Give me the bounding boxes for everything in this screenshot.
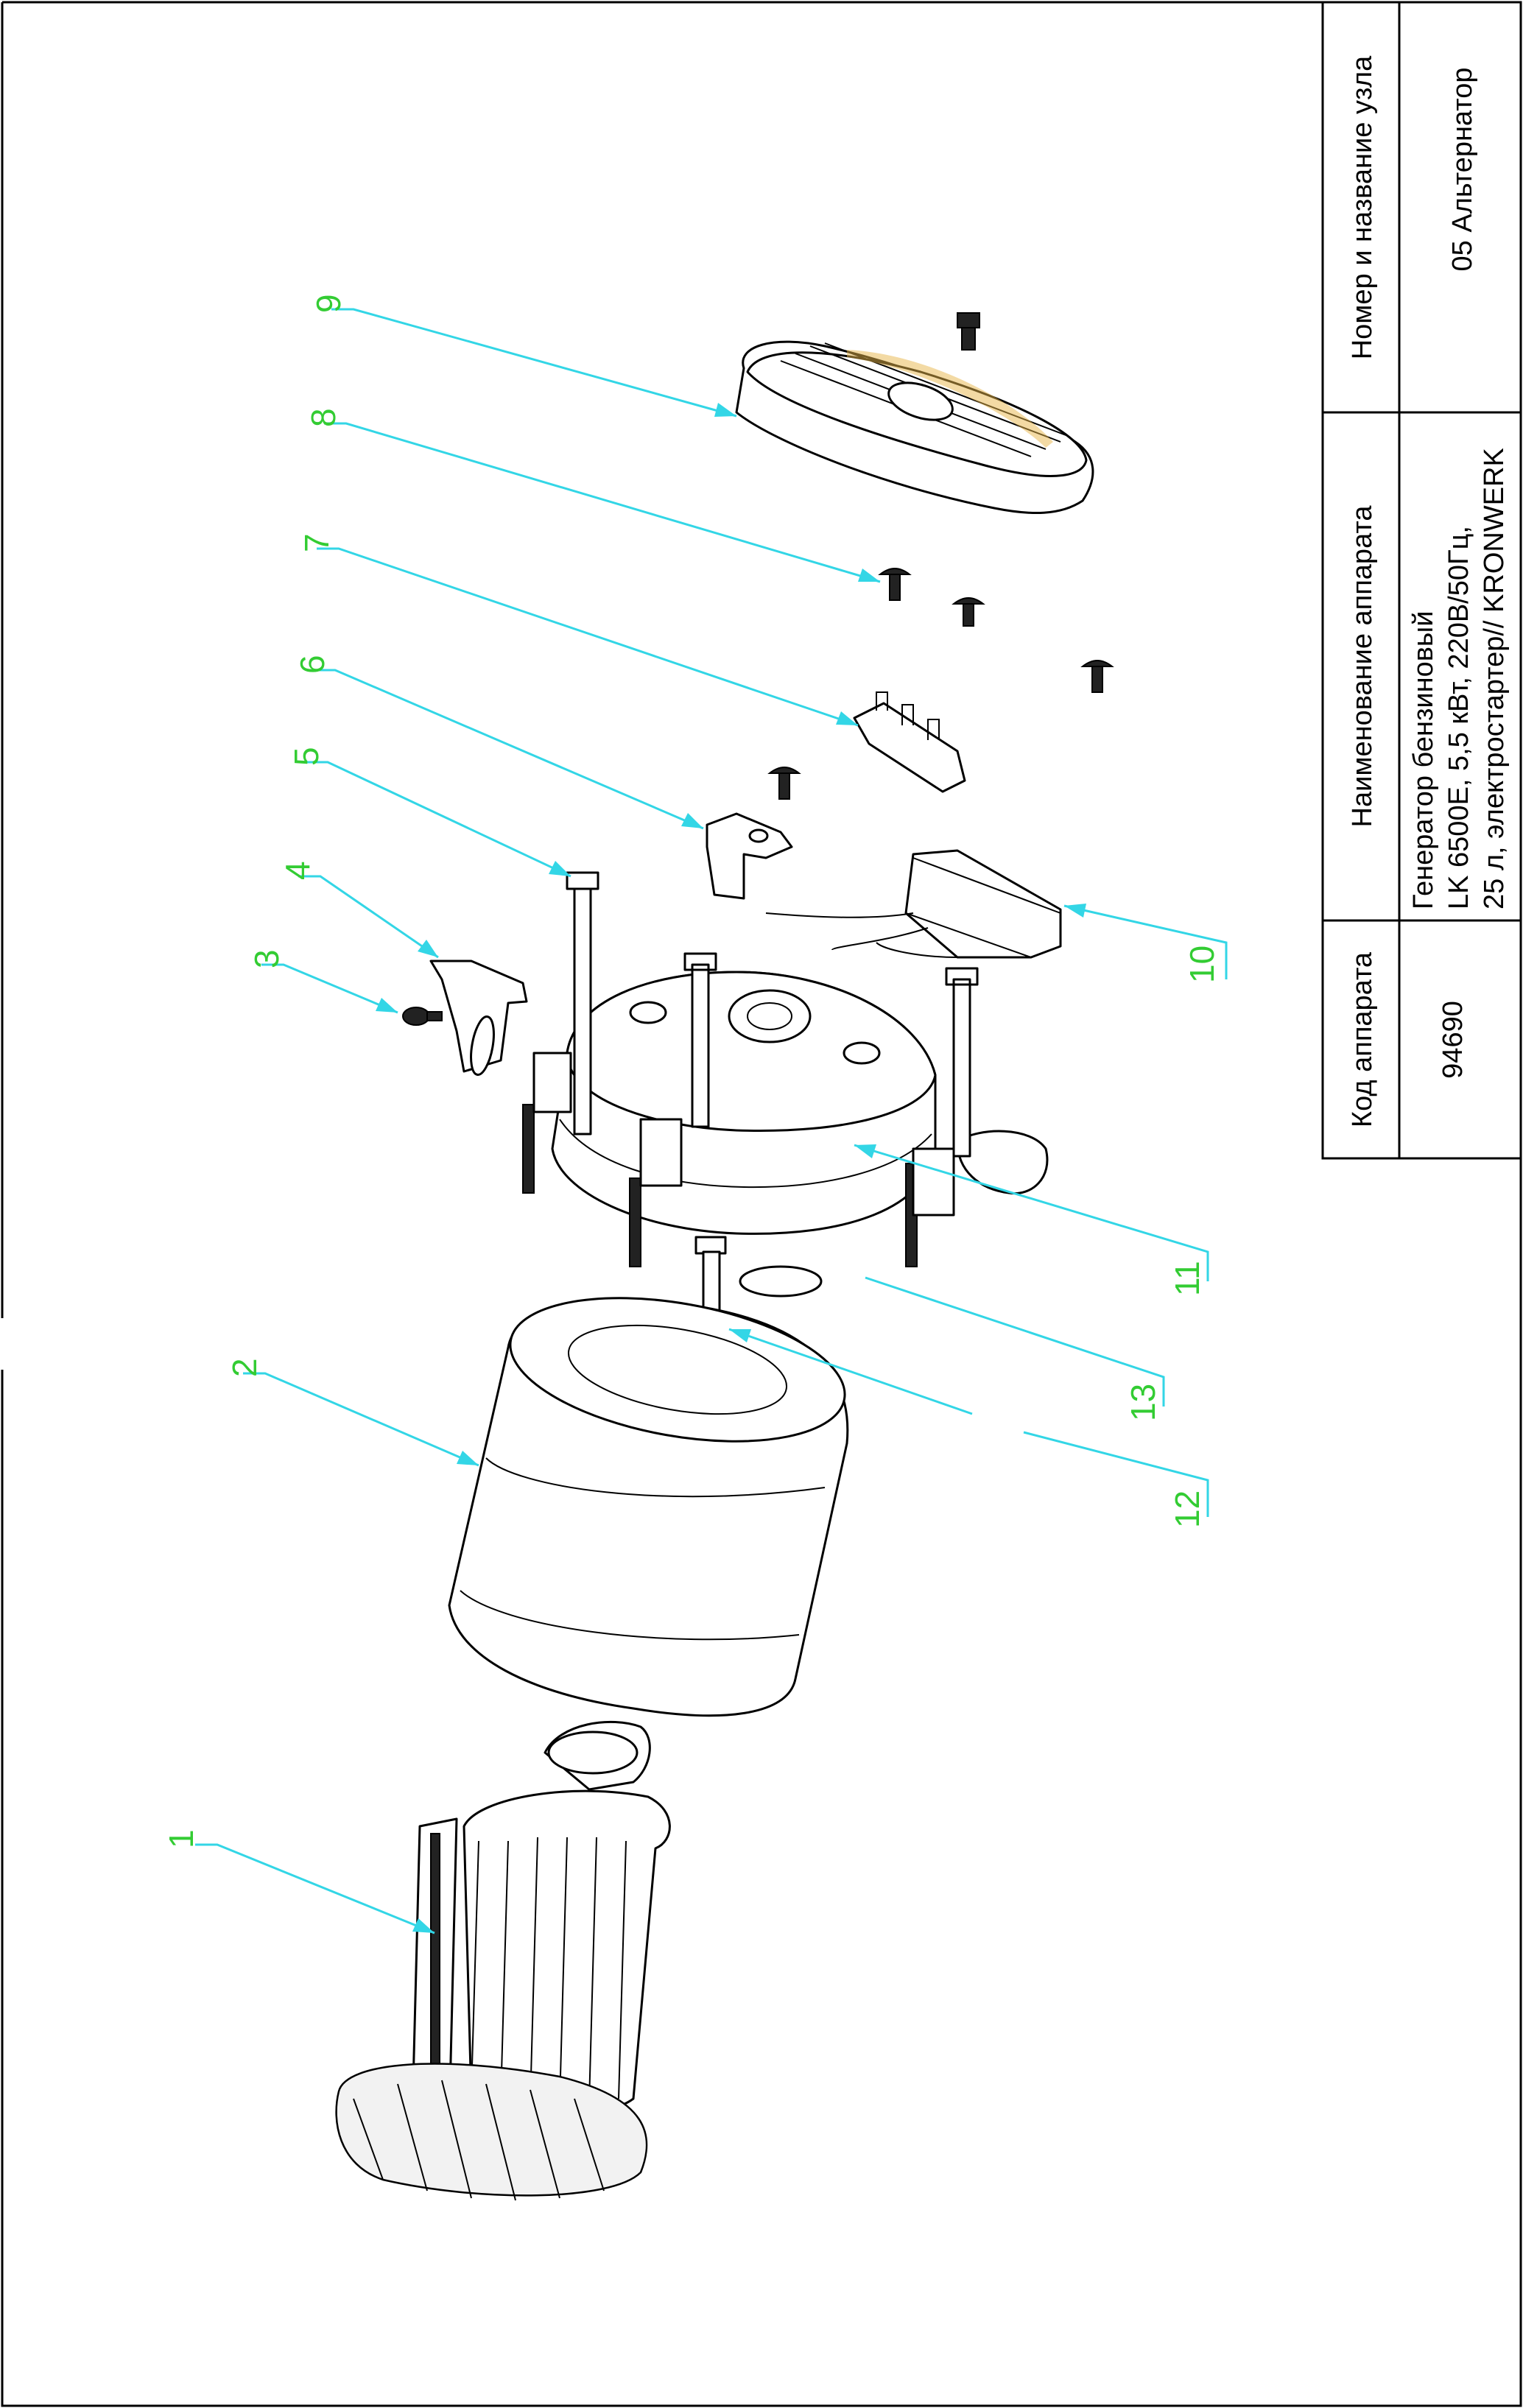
leader-2 [243, 1372, 479, 1467]
part-stator [448, 1297, 849, 1717]
callout-8: 8 [304, 408, 342, 427]
header-name: Наименование аппарата [1347, 505, 1378, 828]
leader-7 [317, 547, 859, 727]
part-small-bolt [402, 1007, 443, 1026]
callout-3: 3 [247, 949, 286, 968]
leader-12 [728, 1328, 1209, 1517]
part-mounting-bracket [429, 960, 528, 1076]
value-name-line-2: LK 6500E, 5,5 кВт, 220В/50Гц, [1443, 526, 1474, 909]
part-end-cover [735, 312, 1094, 515]
header-unit: Номер и название узла [1347, 55, 1378, 359]
callout-2: 2 [225, 1358, 264, 1377]
part-brush-holder [853, 691, 966, 793]
part-rotor [335, 1720, 671, 2201]
leader-13 [865, 1276, 1165, 1407]
part-bracket-plate [706, 812, 793, 900]
leader-4 [298, 875, 439, 959]
header-code: Код аппарата [1347, 951, 1378, 1127]
leader-6 [313, 669, 704, 830]
value-unit: 05 Альтернатор [1447, 68, 1478, 272]
callout-13: 13 [1124, 1384, 1162, 1421]
part-regulator-box [765, 849, 1062, 959]
leader-lines [195, 308, 1228, 1935]
callout-12: 12 [1168, 1490, 1206, 1528]
leader-10 [1063, 904, 1228, 979]
callout-9: 9 [309, 294, 348, 313]
value-name-line-1: Генератор бензиновый [1408, 611, 1439, 909]
leader-5 [306, 761, 571, 878]
leader-8 [324, 422, 881, 583]
callout-1: 1 [162, 1829, 200, 1848]
callout-7: 7 [298, 533, 336, 552]
callout-labels: 1 2 3 4 5 6 7 8 9 10 11 12 13 [162, 294, 1221, 1848]
value-name-line-3: 25 л, электростартер// KRONWERK [1479, 448, 1510, 909]
callout-4: 4 [278, 861, 317, 880]
value-code: 94690 [1438, 1001, 1469, 1079]
callout-6: 6 [293, 655, 331, 674]
title-block: Код аппарата Наименование аппарата Номер… [1321, 1, 1522, 1160]
leader-11 [854, 1144, 1209, 1281]
callout-11: 11 [1168, 1261, 1206, 1296]
part-screws [767, 568, 1114, 800]
leader-3 [261, 963, 398, 1014]
part-rear-housing [551, 971, 1049, 1235]
part-long-bolts [522, 871, 979, 1267]
leader-1 [195, 1843, 435, 1935]
callout-5: 5 [287, 747, 326, 766]
part-washer [739, 1265, 823, 1298]
callout-10: 10 [1183, 946, 1221, 983]
parts [335, 312, 1114, 2201]
leader-9 [331, 308, 737, 418]
